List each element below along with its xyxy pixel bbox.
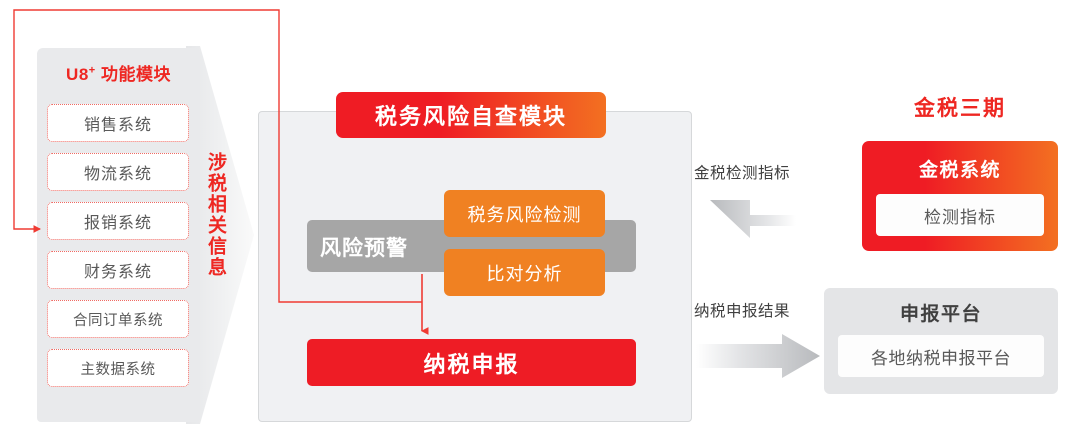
u8-module-panel-title: U8+ 功能模块	[37, 60, 200, 85]
tax-info-chevron-label: 涉税相关信息	[205, 152, 226, 278]
module-item-reimbursement[interactable]: 报销系统	[47, 202, 189, 240]
declaration-platform-title: 申报平台	[899, 304, 982, 325]
u8-title-superscript: +	[88, 64, 96, 77]
golden-tax-system-title: 金税系统	[918, 160, 1001, 181]
risk-warning-label: 风险预警	[320, 237, 408, 260]
golden-tax-phase3-title: 金税三期	[914, 97, 1006, 120]
u8-title-prefix: U8	[66, 65, 89, 84]
module-item-logistics[interactable]: 物流系统	[47, 153, 189, 191]
detection-indicator-box[interactable]: 检测指标	[876, 194, 1044, 236]
comparison-analysis-box[interactable]: 比对分析	[444, 249, 605, 296]
golden-tax-indicator-arrow	[710, 200, 796, 238]
module-item-finance[interactable]: 财务系统	[47, 251, 189, 289]
flow-label-declaration-result: 纳税申报结果	[694, 303, 791, 320]
declaration-result-arrow	[696, 334, 820, 378]
tax-risk-detection-box[interactable]: 税务风险检测	[444, 190, 605, 237]
module-item-contract-order[interactable]: 合同订单系统	[47, 300, 189, 338]
tax-declaration-box[interactable]: 纳税申报	[307, 339, 636, 386]
tax-risk-self-check-header: 税务风险自查模块	[336, 92, 606, 138]
module-item-sales[interactable]: 销售系统	[47, 104, 189, 142]
local-declaration-platform-box[interactable]: 各地纳税申报平台	[838, 335, 1044, 377]
u8-title-rest: 功能模块	[95, 65, 171, 84]
module-item-master-data[interactable]: 主数据系统	[47, 349, 189, 387]
flow-label-golden-tax-indicator: 金税检测指标	[694, 165, 791, 182]
